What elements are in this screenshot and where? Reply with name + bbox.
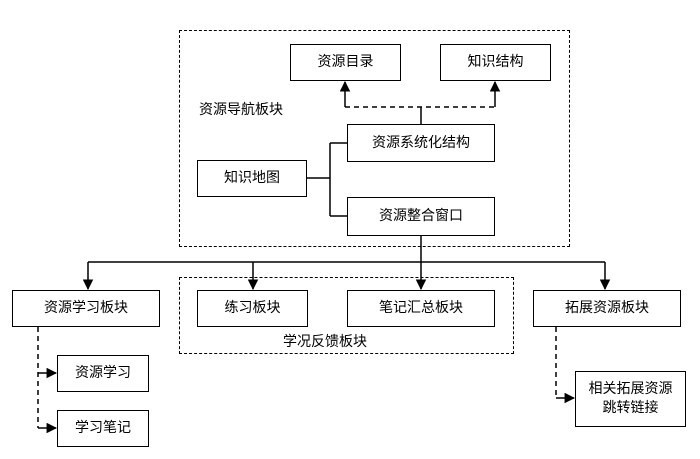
knowledge-structure-box: 知识结构 [440,44,551,81]
notes-summary-block-box: 笔记汇总板块 [347,290,495,327]
resource-learning-box: 资源学习 [57,355,149,392]
related-extension-links-box: 相关拓展资源 跳转链接 [575,371,686,427]
related-links-line-1: 相关拓展资源 [588,381,673,397]
learning-feedback-group [179,277,514,354]
practice-block-box: 练习板块 [197,290,308,327]
related-links-line-2: 跳转链接 [602,400,659,416]
learning-feedback-group-label: 学况反馈板块 [283,334,367,350]
resource-catalog-box: 资源目录 [290,44,401,81]
study-notes-box: 学习笔记 [57,410,149,447]
resource-integration-window-box: 资源整合窗口 [347,197,495,236]
resource-learning-block-box: 资源学习板块 [12,290,160,327]
extension-resources-block-box: 拓展资源板块 [533,290,681,327]
resource-navigation-group [179,30,570,247]
resource-navigation-group-label: 资源导航板块 [199,102,283,118]
resource-systematic-structure-box: 资源系统化结构 [347,124,495,162]
knowledge-map-box: 知识地图 [197,160,307,197]
